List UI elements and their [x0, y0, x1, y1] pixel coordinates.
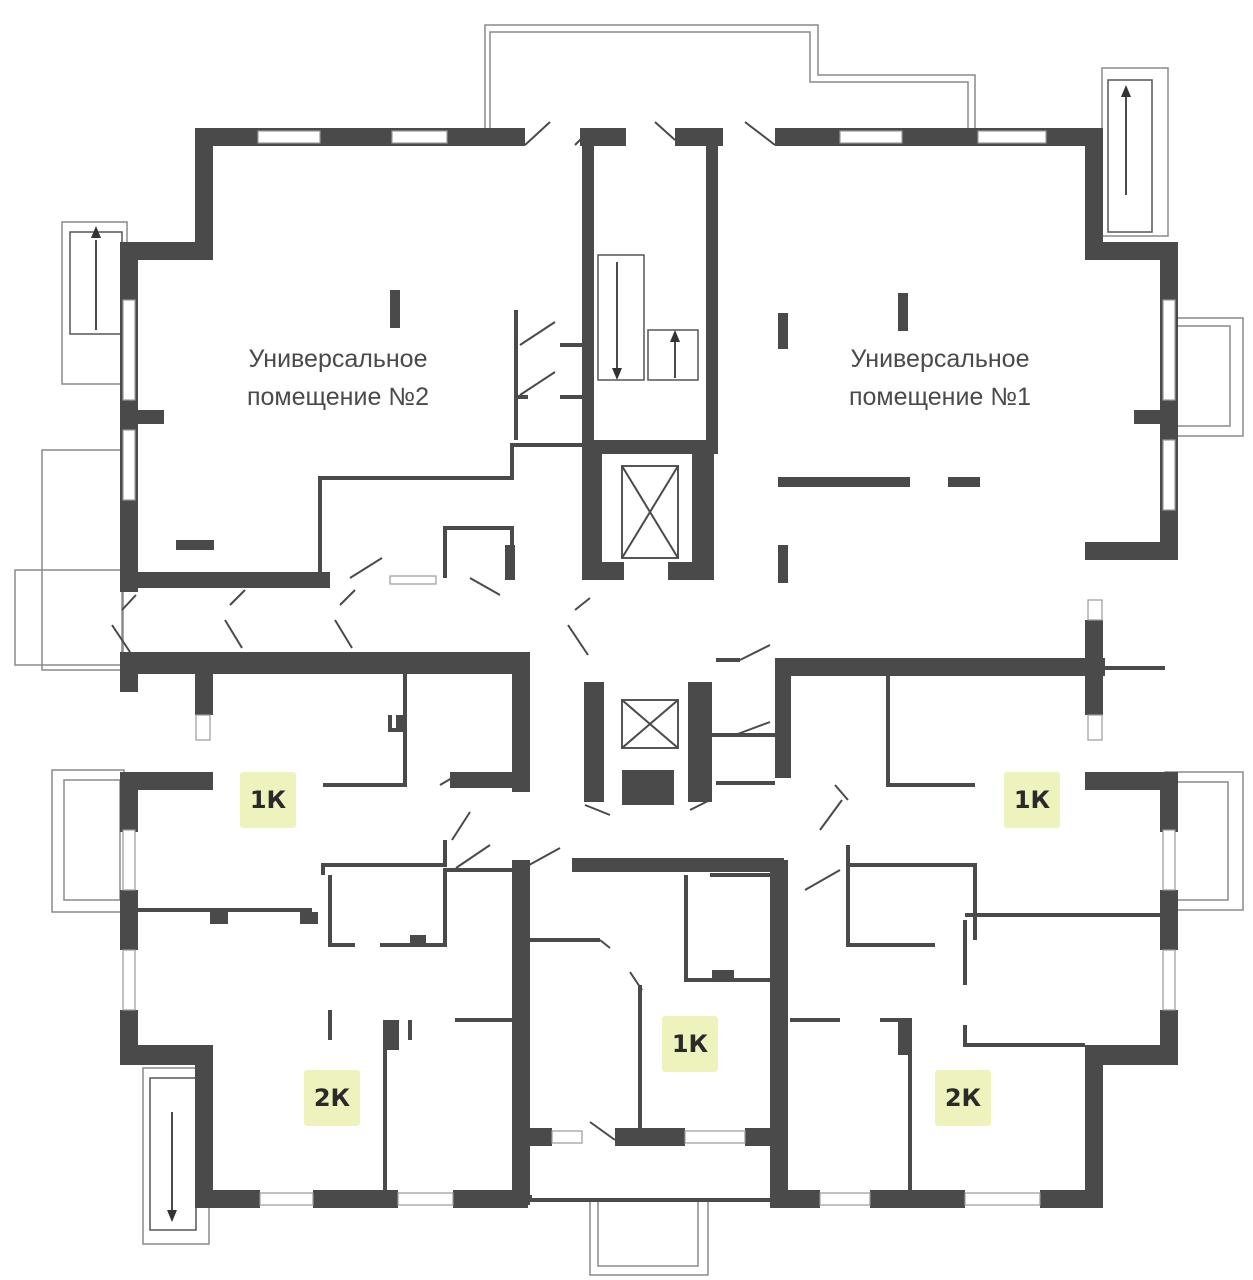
- commercial-space-2-label: Универсальное помещение №2: [246, 345, 430, 411]
- external-stair-ne: [1101, 67, 1169, 237]
- external-stair-sw: [142, 1067, 210, 1245]
- apartment-badge-1k-west[interactable]: 1К: [240, 772, 296, 828]
- terrace-outline: [484, 24, 976, 130]
- apartment-badge-1k-east[interactable]: 1К: [1004, 772, 1060, 828]
- internal-stair: [597, 254, 699, 381]
- external-stair-nw: [61, 221, 128, 385]
- apartment-badge-1k-south[interactable]: 1К: [662, 1016, 718, 1072]
- windows: [122, 130, 1176, 1206]
- apartment-badge-2k-west[interactable]: 2К: [304, 1070, 360, 1126]
- elevator-shafts: [621, 465, 679, 749]
- commercial-space-1-label: Универсальное помещение №1: [848, 345, 1032, 411]
- apartment-badge-2k-east[interactable]: 2К: [935, 1070, 991, 1126]
- partitions: [136, 310, 1165, 1202]
- doors: [111, 121, 849, 1141]
- wall-stubs: [210, 545, 912, 1055]
